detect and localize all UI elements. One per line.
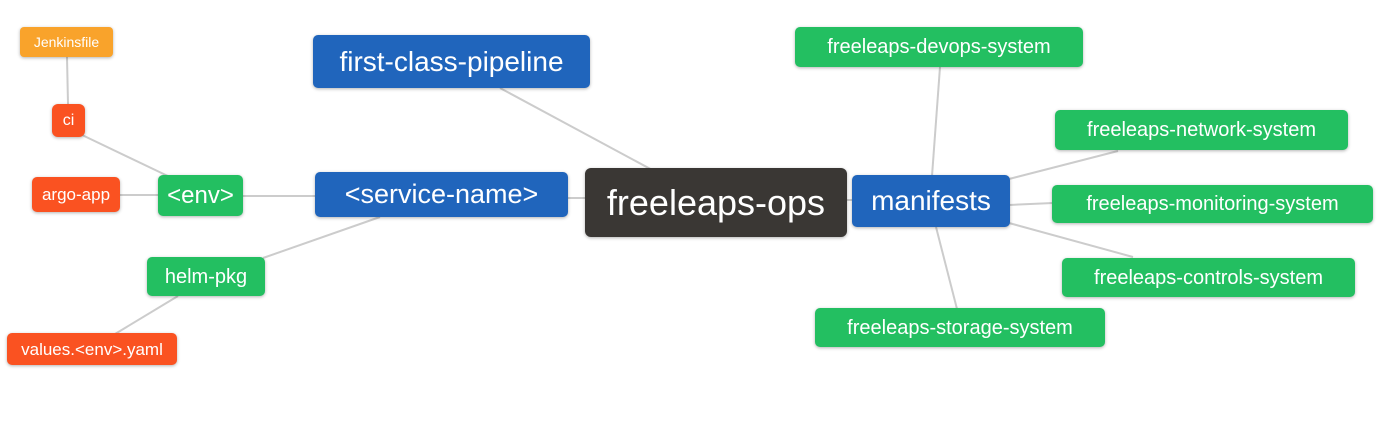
node-values-env-yaml[interactable]: values.<env>.yaml xyxy=(7,333,177,365)
node-ci[interactable]: ci xyxy=(52,104,85,137)
node-freeleaps-network-system[interactable]: freeleaps-network-system xyxy=(1055,110,1348,150)
node-helm-pkg[interactable]: helm-pkg xyxy=(147,257,265,296)
edge-jenkinsfile-ci xyxy=(66,56,69,105)
edge-service-name-helm-pkg xyxy=(262,216,381,259)
node-freeleaps-monitoring-system[interactable]: freeleaps-monitoring-system xyxy=(1052,185,1373,223)
edge-manifests-storage xyxy=(935,226,958,310)
node-env[interactable]: <env> xyxy=(158,175,243,216)
node-first-class-pipeline[interactable]: first-class-pipeline xyxy=(313,35,590,88)
edge-helm-pkg-values xyxy=(114,295,179,335)
node-manifests[interactable]: manifests xyxy=(852,175,1010,227)
node-argo-app[interactable]: argo-app xyxy=(32,177,120,212)
edge-ci-env xyxy=(79,133,173,179)
edge-manifests-controls xyxy=(1008,222,1134,258)
edge-manifests-monitoring xyxy=(1008,202,1054,206)
edge-manifests-devops xyxy=(931,66,941,177)
node-freeleaps-ops-root[interactable]: freeleaps-ops xyxy=(585,168,847,237)
node-jenkinsfile[interactable]: Jenkinsfile xyxy=(20,27,113,57)
edge-manifests-network xyxy=(1008,150,1119,180)
node-freeleaps-storage-system[interactable]: freeleaps-storage-system xyxy=(815,308,1105,347)
node-service-name[interactable]: <service-name> xyxy=(315,172,568,217)
node-freeleaps-controls-system[interactable]: freeleaps-controls-system xyxy=(1062,258,1355,297)
edge-pipeline-root xyxy=(499,87,657,173)
node-freeleaps-devops-system[interactable]: freeleaps-devops-system xyxy=(795,27,1083,67)
